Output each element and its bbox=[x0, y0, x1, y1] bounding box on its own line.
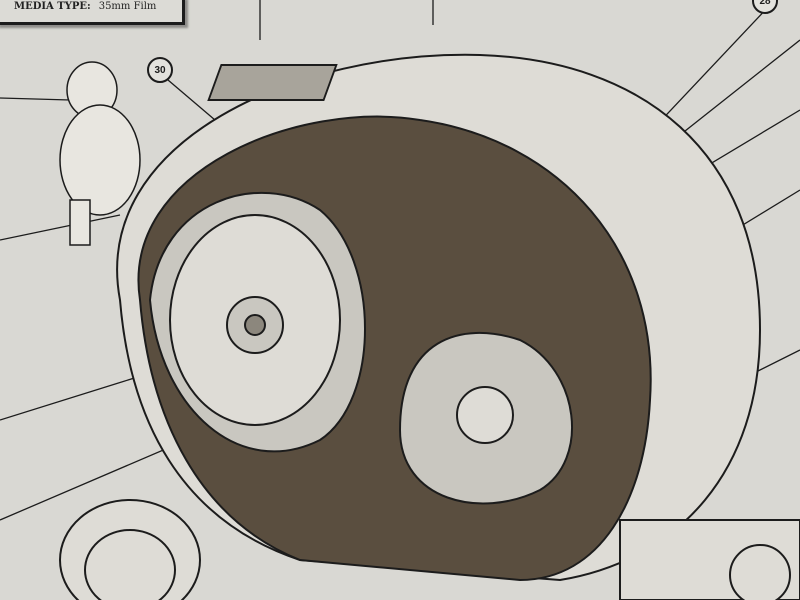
gorilla-figure bbox=[59, 61, 141, 246]
camera-body bbox=[116, 53, 762, 582]
media-type-value: 35mm Film bbox=[98, 1, 157, 12]
media-type-label: MEDIA TYPE: bbox=[14, 1, 91, 12]
lens-parts bbox=[59, 499, 800, 600]
callout-30: 30 bbox=[147, 57, 173, 83]
legend-box: MEDIA TYPE: 35mm Film bbox=[0, 0, 185, 25]
media-type: MEDIA TYPE: 35mm Film bbox=[14, 1, 156, 12]
